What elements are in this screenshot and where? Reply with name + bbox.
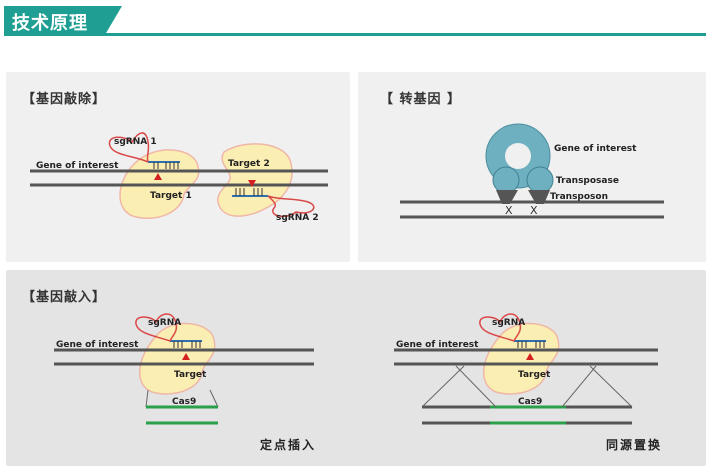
cut-site-1	[154, 173, 162, 180]
caption-homologous-replacement: 同源置换	[606, 438, 663, 452]
sgrna-label-right: sgRNA	[492, 318, 525, 328]
caption-site-insertion: 定点插入	[260, 438, 317, 452]
cut-site-2	[248, 180, 256, 187]
sgrna-label-left: sgRNA	[148, 318, 181, 328]
homology-arm-2	[455, 365, 497, 408]
gene-label-right: Gene of interest	[396, 340, 479, 350]
cas9-label-right: Cas9	[518, 397, 542, 407]
target-2-label: Target 2	[228, 159, 270, 169]
knockout-panel: 【基因敲除】 Gene of interest sgRNA 1 Target 1	[6, 72, 350, 262]
crossover-x1: X	[505, 204, 513, 217]
transposase-right	[526, 166, 554, 194]
sgrna-loop-right	[479, 313, 522, 342]
sgrna-2-label: sgRNA 2	[276, 213, 319, 223]
knockin-title: 【基因敲入】	[22, 290, 107, 305]
transposon-label: Transposon	[550, 192, 608, 202]
sgrna-2-loop	[267, 195, 315, 218]
sgrna-loop-left	[135, 313, 178, 342]
target-label-left: Target	[174, 370, 207, 380]
homology-arm-3	[561, 365, 597, 408]
knockout-diagram: Gene of interest sgRNA 1 Target 1 Target…	[30, 132, 328, 223]
homology-left-a	[145, 389, 149, 408]
sgrna-1-label: sgRNA 1	[114, 137, 157, 147]
gene-label-left: Gene of interest	[56, 340, 139, 350]
knockin-diagram: sgRNA Gene of interest Target Cas9	[54, 313, 658, 425]
cut-site-left	[182, 353, 190, 360]
cas9-body-right	[483, 322, 560, 395]
gene-ring-hole	[505, 143, 531, 169]
cas9-label-left: Cas9	[172, 397, 196, 407]
crossover-x2: X	[530, 204, 538, 217]
transgene-panel: 【 转基因 】 X X Gene of interest Transposase…	[358, 72, 706, 262]
homology-arm-1	[421, 365, 465, 408]
base-pairs-2	[235, 188, 263, 196]
target-label-right: Target	[518, 370, 551, 380]
page-title: 技术原理	[12, 13, 88, 34]
sgrna-1-loop	[108, 132, 150, 163]
cas9-body-left	[139, 322, 216, 395]
transgene-diagram: X X Gene of interest Transposase Transpo…	[400, 123, 664, 219]
knockin-right: sgRNA Gene of interest Target Cas9	[394, 313, 658, 425]
transgene-title: 【 转基因 】	[380, 92, 462, 107]
knockin-left: sgRNA Gene of interest Target Cas9	[54, 313, 314, 425]
target-1-label: Target 1	[150, 191, 192, 201]
base-pairs-1	[153, 162, 179, 169]
cut-site-right	[526, 353, 534, 360]
header-underline	[4, 33, 706, 36]
homology-arm-4	[589, 365, 633, 408]
knockout-title: 【基因敲除】	[22, 92, 107, 107]
transposase-label: Transposase	[556, 176, 619, 186]
transposase-left	[492, 166, 520, 194]
cas9-body-2	[217, 143, 293, 217]
homology-left-b	[209, 389, 219, 408]
gene-label: Gene of interest	[36, 161, 119, 171]
header-tab	[4, 6, 122, 34]
knockin-panel: 【基因敲入】 sgRNA Gene of interest Target Cas…	[6, 270, 706, 466]
gene-label: Gene of interest	[554, 144, 637, 154]
